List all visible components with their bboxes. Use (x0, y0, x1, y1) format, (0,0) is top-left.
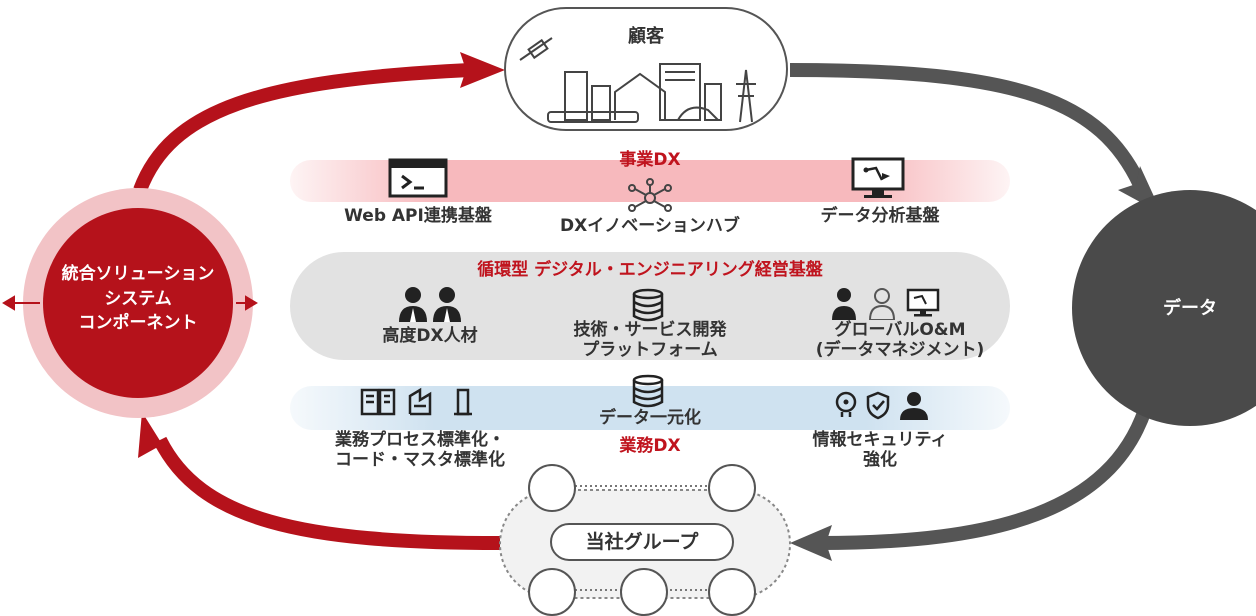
arrow-group-to-component (153, 436, 501, 550)
engineer-avatar-icon (708, 464, 756, 512)
network-hub-icon (628, 178, 672, 212)
business-dx-title: 事業DX (619, 150, 681, 170)
data-label: データ (1163, 298, 1217, 319)
terminal-icon (388, 158, 448, 198)
component-label: 統合ソリューション システム コンポーネント (38, 262, 238, 336)
arrowhead-customer (460, 52, 505, 88)
process-line-1: 業務プロセス標準化・ (335, 430, 505, 450)
security-label: 情報セキュリティ 強化 (780, 430, 980, 471)
customer-label: 顧客 (628, 26, 664, 47)
platform-label: 技術・サービス開発 プラットフォーム (520, 320, 780, 361)
arrowhead-component (138, 412, 172, 460)
dx-talent-label: 高度DX人材 (382, 326, 478, 346)
security-line-1: 情報セキュリティ (812, 430, 948, 450)
global-om-label: グローバルO&M (データマネジメント) (780, 320, 1020, 361)
component-line-3: コンポーネント (78, 313, 198, 334)
person-avatar-icon (528, 568, 576, 616)
global-om-line-1: グローバルO&M (834, 320, 966, 340)
operator-avatar-icon (708, 568, 756, 616)
database-icon (632, 374, 664, 408)
data-unification-label: データ一元化 (599, 408, 701, 428)
database-icon (632, 288, 664, 322)
operations-dx-title: 業務DX (619, 436, 681, 456)
web-api-label: Web API連携基盤 (344, 206, 492, 226)
security-icon (835, 391, 928, 420)
arrowhead-group (790, 525, 832, 561)
person-avatar-icon (528, 464, 576, 512)
arrow-data-to-group (819, 407, 1152, 550)
process-line-2: コード・マスタ標準化 (335, 450, 505, 471)
data-analysis-label: データ分析基盤 (820, 206, 940, 226)
data-node-shape (1072, 190, 1256, 426)
group-label: 当社グループ (550, 523, 734, 561)
arrow-customer-to-data (789, 63, 1147, 188)
side-arrows-icon (2, 295, 258, 311)
circular-title: 循環型 デジタル・エンジニアリング経営基盤 (477, 260, 823, 280)
process-standardization-label: 業務プロセス標準化・ コード・マスタ標準化 (300, 430, 540, 471)
platform-line-2: プラットフォーム (582, 340, 718, 361)
city-skyline-icon (519, 37, 756, 123)
customer-node-shape (504, 7, 788, 131)
engineers-icon (832, 288, 940, 320)
person-avatar-icon (620, 568, 668, 616)
component-line-1: 統合ソリューション (61, 264, 215, 284)
security-line-2: 強化 (863, 450, 897, 471)
component-line-2: システム (104, 288, 172, 309)
global-om-line-2: (データマネジメント) (815, 340, 985, 361)
platform-line-1: 技術・サービス開発 (573, 320, 727, 340)
analytics-monitor-icon (851, 157, 905, 198)
dx-hub-label: DXイノベーションハブ (560, 216, 740, 236)
people-icon (399, 287, 461, 322)
arrow-component-to-customer (133, 63, 471, 193)
component-node-shape (43, 208, 233, 398)
buildings-icon (360, 387, 472, 416)
